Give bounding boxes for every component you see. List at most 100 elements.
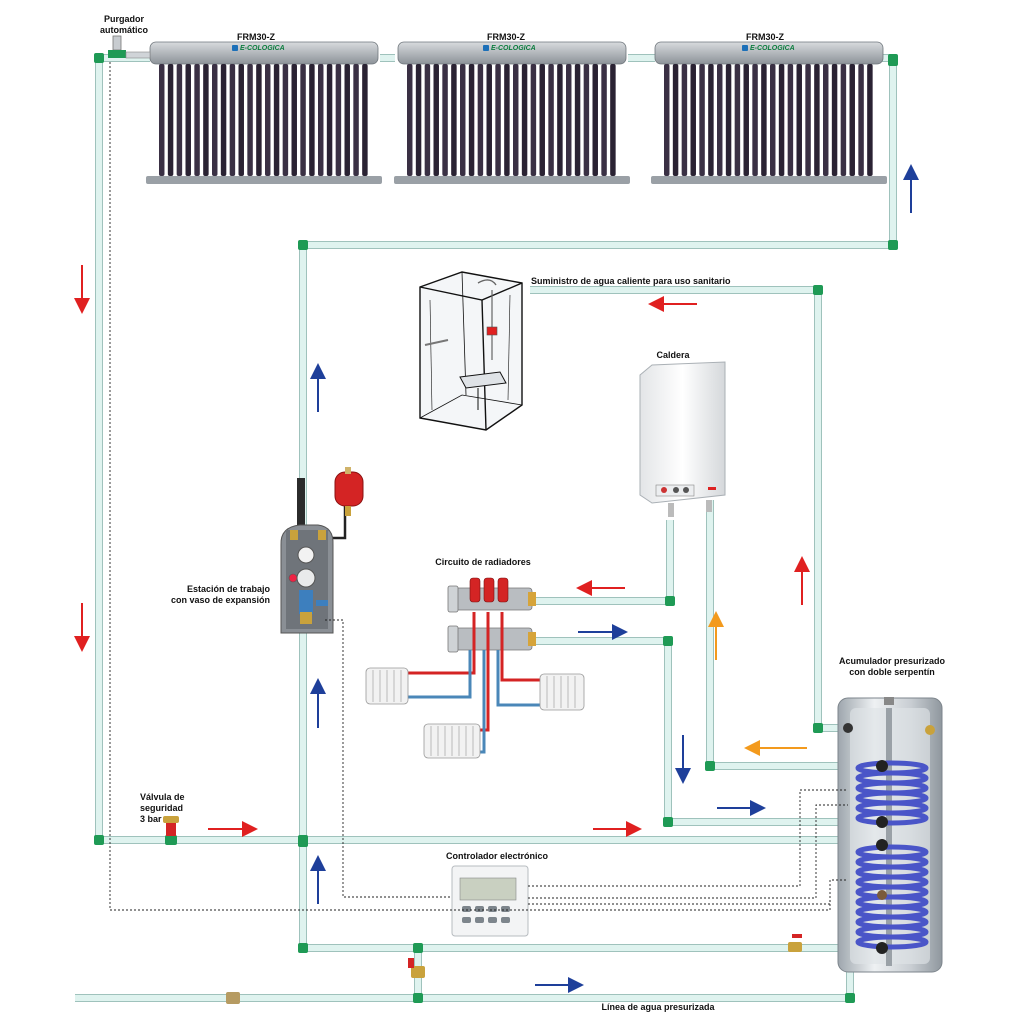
vacuum-tube bbox=[521, 64, 528, 176]
safety-valve-label: Válvula de seguridad 3 bar bbox=[140, 792, 185, 825]
collector-2-model: FRM30-Z bbox=[487, 32, 525, 42]
vacuum-tube bbox=[717, 64, 723, 176]
workstation-label-line1: Estación de trabajo bbox=[186, 584, 270, 594]
collector-2-brand: E-COLOGICA bbox=[483, 45, 536, 52]
vacuum-tube bbox=[770, 64, 776, 176]
coil-turn bbox=[855, 810, 929, 826]
radiator-circuit-label: Circuito de radiadores bbox=[435, 557, 531, 567]
shower-label: Suministro de agua caliente para uso san… bbox=[531, 276, 731, 286]
vacuum-tube bbox=[761, 64, 767, 176]
vacuum-tube bbox=[451, 64, 457, 176]
solar-collector-3 bbox=[651, 41, 887, 184]
tank-label-line1: Acumulador presurizado bbox=[838, 656, 946, 666]
vacuum-tube bbox=[681, 64, 688, 176]
air-vent-label: Purgador automático bbox=[100, 14, 148, 36]
boiler bbox=[639, 361, 726, 517]
check-valve bbox=[226, 992, 240, 1004]
vacuum-tube bbox=[176, 64, 183, 176]
vacuum-tube bbox=[796, 64, 802, 176]
collector-1-brand-text: E-COLOGICA bbox=[240, 45, 285, 52]
vacuum-tube bbox=[708, 64, 714, 176]
pump-station bbox=[280, 467, 364, 634]
vacuum-tube bbox=[477, 64, 484, 176]
storage-tank bbox=[837, 697, 943, 973]
vacuum-tube bbox=[362, 64, 368, 176]
vacuum-tube bbox=[265, 64, 271, 176]
vacuum-tube bbox=[831, 64, 838, 176]
vacuum-tube bbox=[752, 64, 758, 176]
vacuum-tube bbox=[566, 64, 572, 176]
vacuum-tube bbox=[433, 64, 439, 176]
tank-coils bbox=[855, 760, 929, 950]
drain-valve bbox=[788, 934, 802, 952]
radiator-left bbox=[365, 667, 409, 705]
vacuum-tube bbox=[203, 64, 209, 176]
vacuum-tube bbox=[858, 64, 864, 176]
sensor-wires bbox=[109, 62, 848, 911]
pressurized-line-label: Línea de agua presurizada bbox=[601, 1002, 715, 1012]
vacuum-tube bbox=[353, 64, 359, 176]
workstation-label-line2: con vaso de expansión bbox=[170, 595, 270, 605]
vacuum-tube bbox=[229, 64, 236, 176]
vacuum-tube bbox=[690, 64, 696, 176]
vacuum-tube bbox=[601, 64, 607, 176]
vacuum-tube bbox=[167, 64, 174, 176]
vacuum-tube bbox=[220, 64, 227, 176]
vacuum-tube bbox=[867, 64, 873, 176]
vacuum-tube bbox=[194, 64, 200, 176]
vacuum-tube bbox=[424, 64, 431, 176]
solar-collector-2 bbox=[394, 41, 630, 184]
vacuum-tube bbox=[743, 64, 749, 176]
boiler-label: Caldera bbox=[656, 350, 690, 360]
vacuum-tube bbox=[823, 64, 829, 176]
safety-valve-label-line1: Válvula de bbox=[140, 792, 185, 802]
shower-cabin bbox=[419, 271, 523, 431]
vacuum-tube bbox=[513, 64, 519, 176]
vacuum-tube bbox=[530, 64, 537, 176]
vacuum-tube bbox=[335, 64, 342, 176]
vacuum-tube bbox=[468, 64, 475, 176]
vacuum-tube bbox=[574, 64, 581, 176]
radiator-manifolds bbox=[365, 577, 585, 759]
safety-valve-label-line2: seguridad bbox=[140, 803, 184, 813]
vacuum-tube bbox=[282, 64, 289, 176]
solar-collector-1 bbox=[146, 41, 382, 184]
vacuum-tube bbox=[849, 64, 855, 176]
vacuum-tube bbox=[415, 64, 422, 176]
electronic-controller bbox=[451, 865, 529, 937]
brand-logo-icon bbox=[742, 45, 748, 51]
vacuum-tube bbox=[247, 64, 253, 176]
vacuum-tube bbox=[610, 64, 616, 176]
air-vent-label-line1: Purgador bbox=[103, 14, 145, 24]
vacuum-tube bbox=[539, 64, 545, 176]
vacuum-tube bbox=[725, 64, 732, 176]
vacuum-tube bbox=[407, 64, 413, 176]
radiator-right bbox=[539, 673, 585, 711]
vacuum-tube bbox=[344, 64, 350, 176]
vacuum-tube bbox=[185, 64, 191, 176]
vacuum-tube bbox=[664, 64, 670, 176]
collector-1-model: FRM30-Z bbox=[237, 32, 275, 42]
vacuum-tube bbox=[592, 64, 598, 176]
vacuum-tube bbox=[326, 64, 333, 176]
vacuum-tube bbox=[159, 64, 165, 176]
collector-1-brand: E-COLOGICA bbox=[232, 45, 285, 52]
vacuum-tube bbox=[318, 64, 324, 176]
vacuum-tube bbox=[291, 64, 297, 176]
vacuum-tube bbox=[583, 64, 590, 176]
vacuum-tube bbox=[699, 64, 705, 176]
vacuum-tube bbox=[672, 64, 679, 176]
vacuum-tube bbox=[460, 64, 466, 176]
vacuum-tube bbox=[504, 64, 510, 176]
air-vent-valve bbox=[108, 35, 151, 59]
vacuum-tube bbox=[734, 64, 741, 176]
collector-3-brand-text: E-COLOGICA bbox=[750, 45, 795, 52]
vacuum-tube bbox=[309, 64, 315, 176]
coil-turn bbox=[855, 934, 929, 950]
vacuum-tube bbox=[486, 64, 492, 176]
vacuum-tube bbox=[273, 64, 280, 176]
tank-label: Acumulador presurizado con doble serpent… bbox=[839, 656, 945, 678]
vacuum-tube bbox=[300, 64, 306, 176]
inlet-valve bbox=[408, 958, 425, 978]
vacuum-tube bbox=[814, 64, 820, 176]
